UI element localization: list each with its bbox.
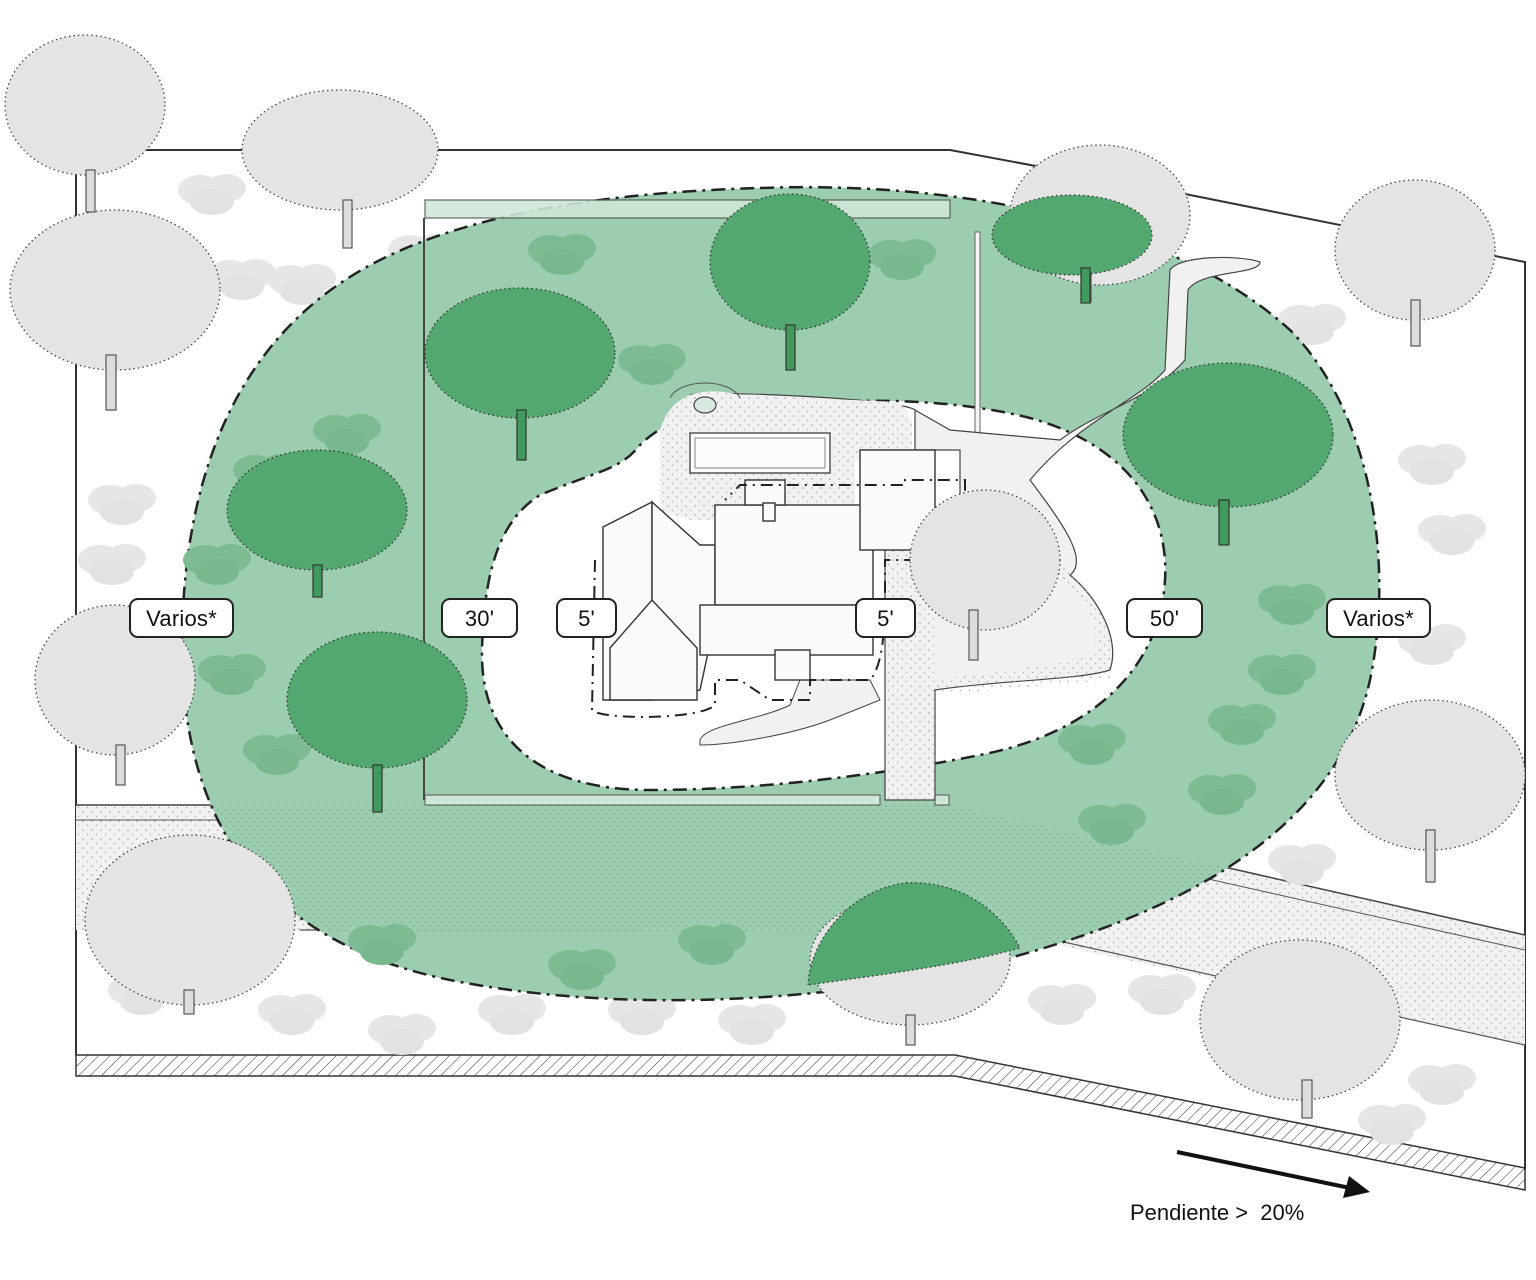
house	[602, 449, 936, 701]
pool	[689, 432, 831, 474]
arrow-right-down-icon	[1176, 1150, 1370, 1198]
tree-gray-3	[9, 209, 221, 371]
five-foot-perimeter	[590, 479, 966, 718]
zone-label-left-5ft: 5'	[556, 598, 617, 638]
tree-gray-8	[1334, 699, 1526, 851]
zone-label-left-30ft: 30'	[441, 598, 518, 638]
slope-label: Pendiente >	[1130, 1200, 1249, 1225]
green-tree-trunks	[312, 267, 1230, 813]
slope-caption: Pendiente > 20%	[1130, 1200, 1304, 1226]
tree-green-7	[807, 882, 1021, 986]
tree-green-5	[991, 194, 1153, 276]
zone-label-right-50ft: 50'	[1126, 598, 1203, 638]
tree-gray-2	[241, 89, 439, 211]
tree-green-1	[709, 193, 871, 331]
tree-gray-7	[909, 489, 1061, 631]
tree-gray-1	[4, 34, 166, 176]
tree-gray-9	[84, 834, 296, 1006]
tree-gray-4	[34, 604, 196, 756]
tree-gray-6	[1334, 179, 1496, 321]
fire-pit	[669, 382, 741, 414]
tree-green-2	[424, 287, 616, 419]
retaining-wall-hatch	[75, 1054, 1526, 1191]
slope-value: 20%	[1260, 1200, 1305, 1225]
zone-label-left-outer: Varios*	[129, 598, 234, 638]
tree-green-6	[1122, 362, 1334, 508]
zone-label-right-5ft: 5'	[855, 598, 916, 638]
tree-gray-11	[1199, 939, 1401, 1101]
tree-green-4	[286, 631, 468, 769]
green-trees	[226, 193, 1334, 986]
road-in-zone	[181, 805, 1380, 1001]
gray-trees	[4, 34, 1526, 1101]
zone-label-right-outer: Varios*	[1326, 598, 1431, 638]
tree-green-3	[226, 449, 408, 571]
